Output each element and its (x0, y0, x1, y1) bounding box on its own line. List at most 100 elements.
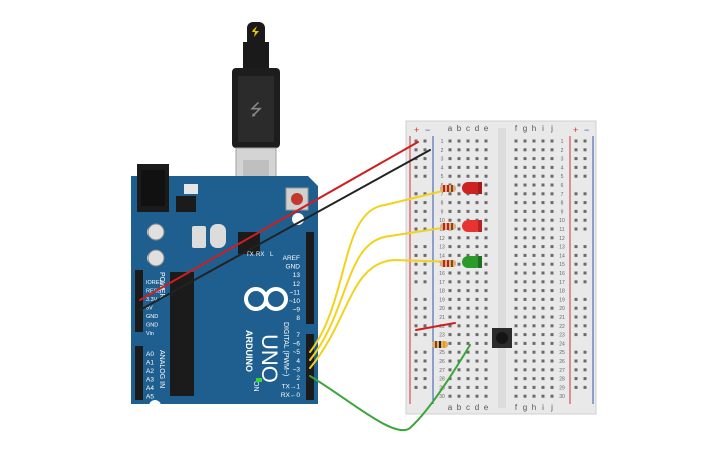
breadboard-hole[interactable] (514, 157, 518, 161)
breadboard-hole[interactable] (523, 245, 527, 249)
rail-hole[interactable] (574, 385, 578, 389)
rail-hole[interactable] (574, 280, 578, 284)
breadboard-hole[interactable] (514, 385, 518, 389)
reset-button-cap[interactable] (291, 193, 303, 205)
breadboard-hole[interactable] (457, 333, 461, 337)
rail-hole[interactable] (583, 315, 587, 319)
breadboard-hole[interactable] (514, 324, 518, 328)
breadboard-hole[interactable] (532, 271, 536, 275)
breadboard-hole[interactable] (448, 192, 452, 196)
breadboard-hole[interactable] (484, 377, 488, 381)
breadboard-hole[interactable] (484, 174, 488, 178)
rail-hole[interactable] (414, 297, 418, 301)
resistor-3[interactable] (440, 260, 456, 267)
rail-hole[interactable] (583, 253, 587, 257)
breadboard-hole[interactable] (484, 245, 488, 249)
breadboard-hole[interactable] (484, 165, 488, 169)
rail-hole[interactable] (414, 306, 418, 310)
resistor-button[interactable] (432, 341, 448, 348)
rail-hole[interactable] (574, 227, 578, 231)
rail-hole[interactable] (583, 218, 587, 222)
rail-hole[interactable] (574, 271, 578, 275)
breadboard-hole[interactable] (448, 139, 452, 143)
breadboard-hole[interactable] (475, 289, 479, 293)
breadboard-hole[interactable] (448, 271, 452, 275)
rail-hole[interactable] (574, 262, 578, 266)
breadboard-hole[interactable] (466, 350, 470, 354)
breadboard-hole[interactable] (550, 218, 554, 222)
breadboard-hole[interactable] (523, 289, 527, 293)
breadboard-hole[interactable] (484, 201, 488, 205)
breadboard-hole[interactable] (541, 271, 545, 275)
rail-hole[interactable] (414, 192, 418, 196)
rail-hole[interactable] (423, 165, 427, 169)
breadboard-hole[interactable] (457, 377, 461, 381)
breadboard-hole[interactable] (484, 394, 488, 398)
rail-hole[interactable] (414, 333, 418, 337)
pushbutton[interactable] (492, 328, 512, 348)
resistor-1[interactable] (440, 185, 456, 192)
breadboard-hole[interactable] (475, 297, 479, 301)
breadboard-hole[interactable] (514, 368, 518, 372)
rail-hole[interactable] (423, 315, 427, 319)
breadboard-hole[interactable] (550, 148, 554, 152)
breadboard-hole[interactable] (532, 324, 536, 328)
breadboard-hole[interactable] (523, 341, 527, 345)
breadboard-hole[interactable] (457, 368, 461, 372)
breadboard-hole[interactable] (541, 324, 545, 328)
breadboard-hole[interactable] (514, 341, 518, 345)
breadboard-hole[interactable] (550, 324, 554, 328)
breadboard-hole[interactable] (448, 209, 452, 213)
breadboard-hole[interactable] (532, 306, 536, 310)
breadboard-hole[interactable] (484, 227, 488, 231)
breadboard-hole[interactable] (523, 165, 527, 169)
breadboard-hole[interactable] (523, 368, 527, 372)
breadboard-hole[interactable] (457, 174, 461, 178)
breadboard-hole[interactable] (514, 148, 518, 152)
breadboard-hole[interactable] (514, 271, 518, 275)
breadboard-hole[interactable] (457, 262, 461, 266)
breadboard-hole[interactable] (532, 209, 536, 213)
breadboard-hole[interactable] (514, 333, 518, 337)
breadboard-hole[interactable] (448, 306, 452, 310)
breadboard-hole[interactable] (484, 218, 488, 222)
rail-hole[interactable] (423, 192, 427, 196)
breadboard-hole[interactable] (484, 236, 488, 240)
rail-hole[interactable] (414, 218, 418, 222)
breadboard-hole[interactable] (550, 350, 554, 354)
breadboard-hole[interactable] (466, 297, 470, 301)
breadboard-hole[interactable] (523, 253, 527, 257)
breadboard-hole[interactable] (541, 315, 545, 319)
breadboard-hole[interactable] (532, 377, 536, 381)
breadboard-hole[interactable] (448, 201, 452, 205)
rail-hole[interactable] (423, 262, 427, 266)
breadboard-hole[interactable] (523, 236, 527, 240)
wire-yellow-1[interactable] (309, 187, 456, 353)
rail-hole[interactable] (423, 306, 427, 310)
breadboard-hole[interactable] (532, 289, 536, 293)
rail-hole[interactable] (583, 201, 587, 205)
wire-red-button-power[interactable] (415, 322, 456, 331)
breadboard-hole[interactable] (514, 289, 518, 293)
rail-hole[interactable] (583, 359, 587, 363)
breadboard-hole[interactable] (457, 183, 461, 187)
rail-hole[interactable] (583, 271, 587, 275)
breadboard-hole[interactable] (514, 394, 518, 398)
breadboard-hole[interactable] (514, 377, 518, 381)
breadboard-hole[interactable] (475, 209, 479, 213)
rail-hole[interactable] (414, 209, 418, 213)
breadboard-hole[interactable] (541, 183, 545, 187)
breadboard-hole[interactable] (532, 350, 536, 354)
breadboard-hole[interactable] (550, 209, 554, 213)
breadboard-hole[interactable] (550, 165, 554, 169)
breadboard-hole[interactable] (448, 394, 452, 398)
breadboard-holes[interactable] (414, 139, 587, 398)
breadboard-hole[interactable] (484, 385, 488, 389)
rail-hole[interactable] (574, 350, 578, 354)
rail-hole[interactable] (583, 385, 587, 389)
breadboard-hole[interactable] (532, 394, 536, 398)
breadboard-hole[interactable] (532, 157, 536, 161)
rail-hole[interactable] (423, 359, 427, 363)
breadboard-hole[interactable] (541, 209, 545, 213)
breadboard-hole[interactable] (466, 368, 470, 372)
